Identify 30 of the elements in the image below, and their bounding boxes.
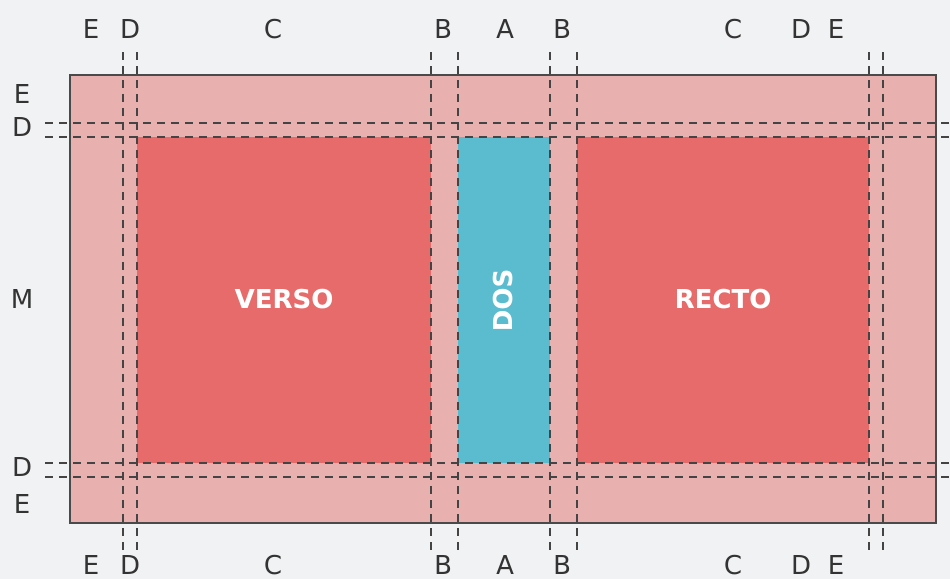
margin-letter: E	[828, 17, 844, 43]
spine-panel	[458, 137, 550, 463]
margin-letter: D	[120, 553, 140, 579]
cover-sheet	[69, 74, 937, 524]
margin-letter: E	[82, 17, 100, 43]
margin-letter: B	[553, 17, 571, 43]
margin-letter: B	[553, 553, 571, 579]
margin-letter: D	[12, 115, 32, 141]
cover-panel	[577, 137, 869, 463]
margin-letter: D	[12, 455, 32, 481]
margin-letter: A	[496, 553, 514, 579]
margin-letter: C	[264, 17, 282, 43]
margin-letter: B	[434, 553, 452, 579]
margin-letter: D	[790, 17, 812, 43]
margin-letter: E	[82, 553, 100, 579]
margin-letter: M	[10, 287, 34, 313]
panel-label: RECTO	[674, 285, 772, 315]
margin-letter: E	[14, 492, 30, 518]
margin-letter: C	[724, 17, 742, 43]
margin-letter: A	[496, 17, 514, 43]
margin-letter: C	[724, 553, 742, 579]
margin-letter: D	[120, 17, 140, 43]
margin-letter: E	[14, 82, 30, 108]
panel-label: DOS	[489, 268, 519, 332]
margin-letter: D	[790, 553, 812, 579]
margin-letter: B	[434, 17, 452, 43]
margin-letter: C	[264, 553, 282, 579]
panel-label: VERSO	[234, 285, 334, 315]
cover-panel	[137, 137, 431, 463]
margin-letter: E	[828, 553, 844, 579]
